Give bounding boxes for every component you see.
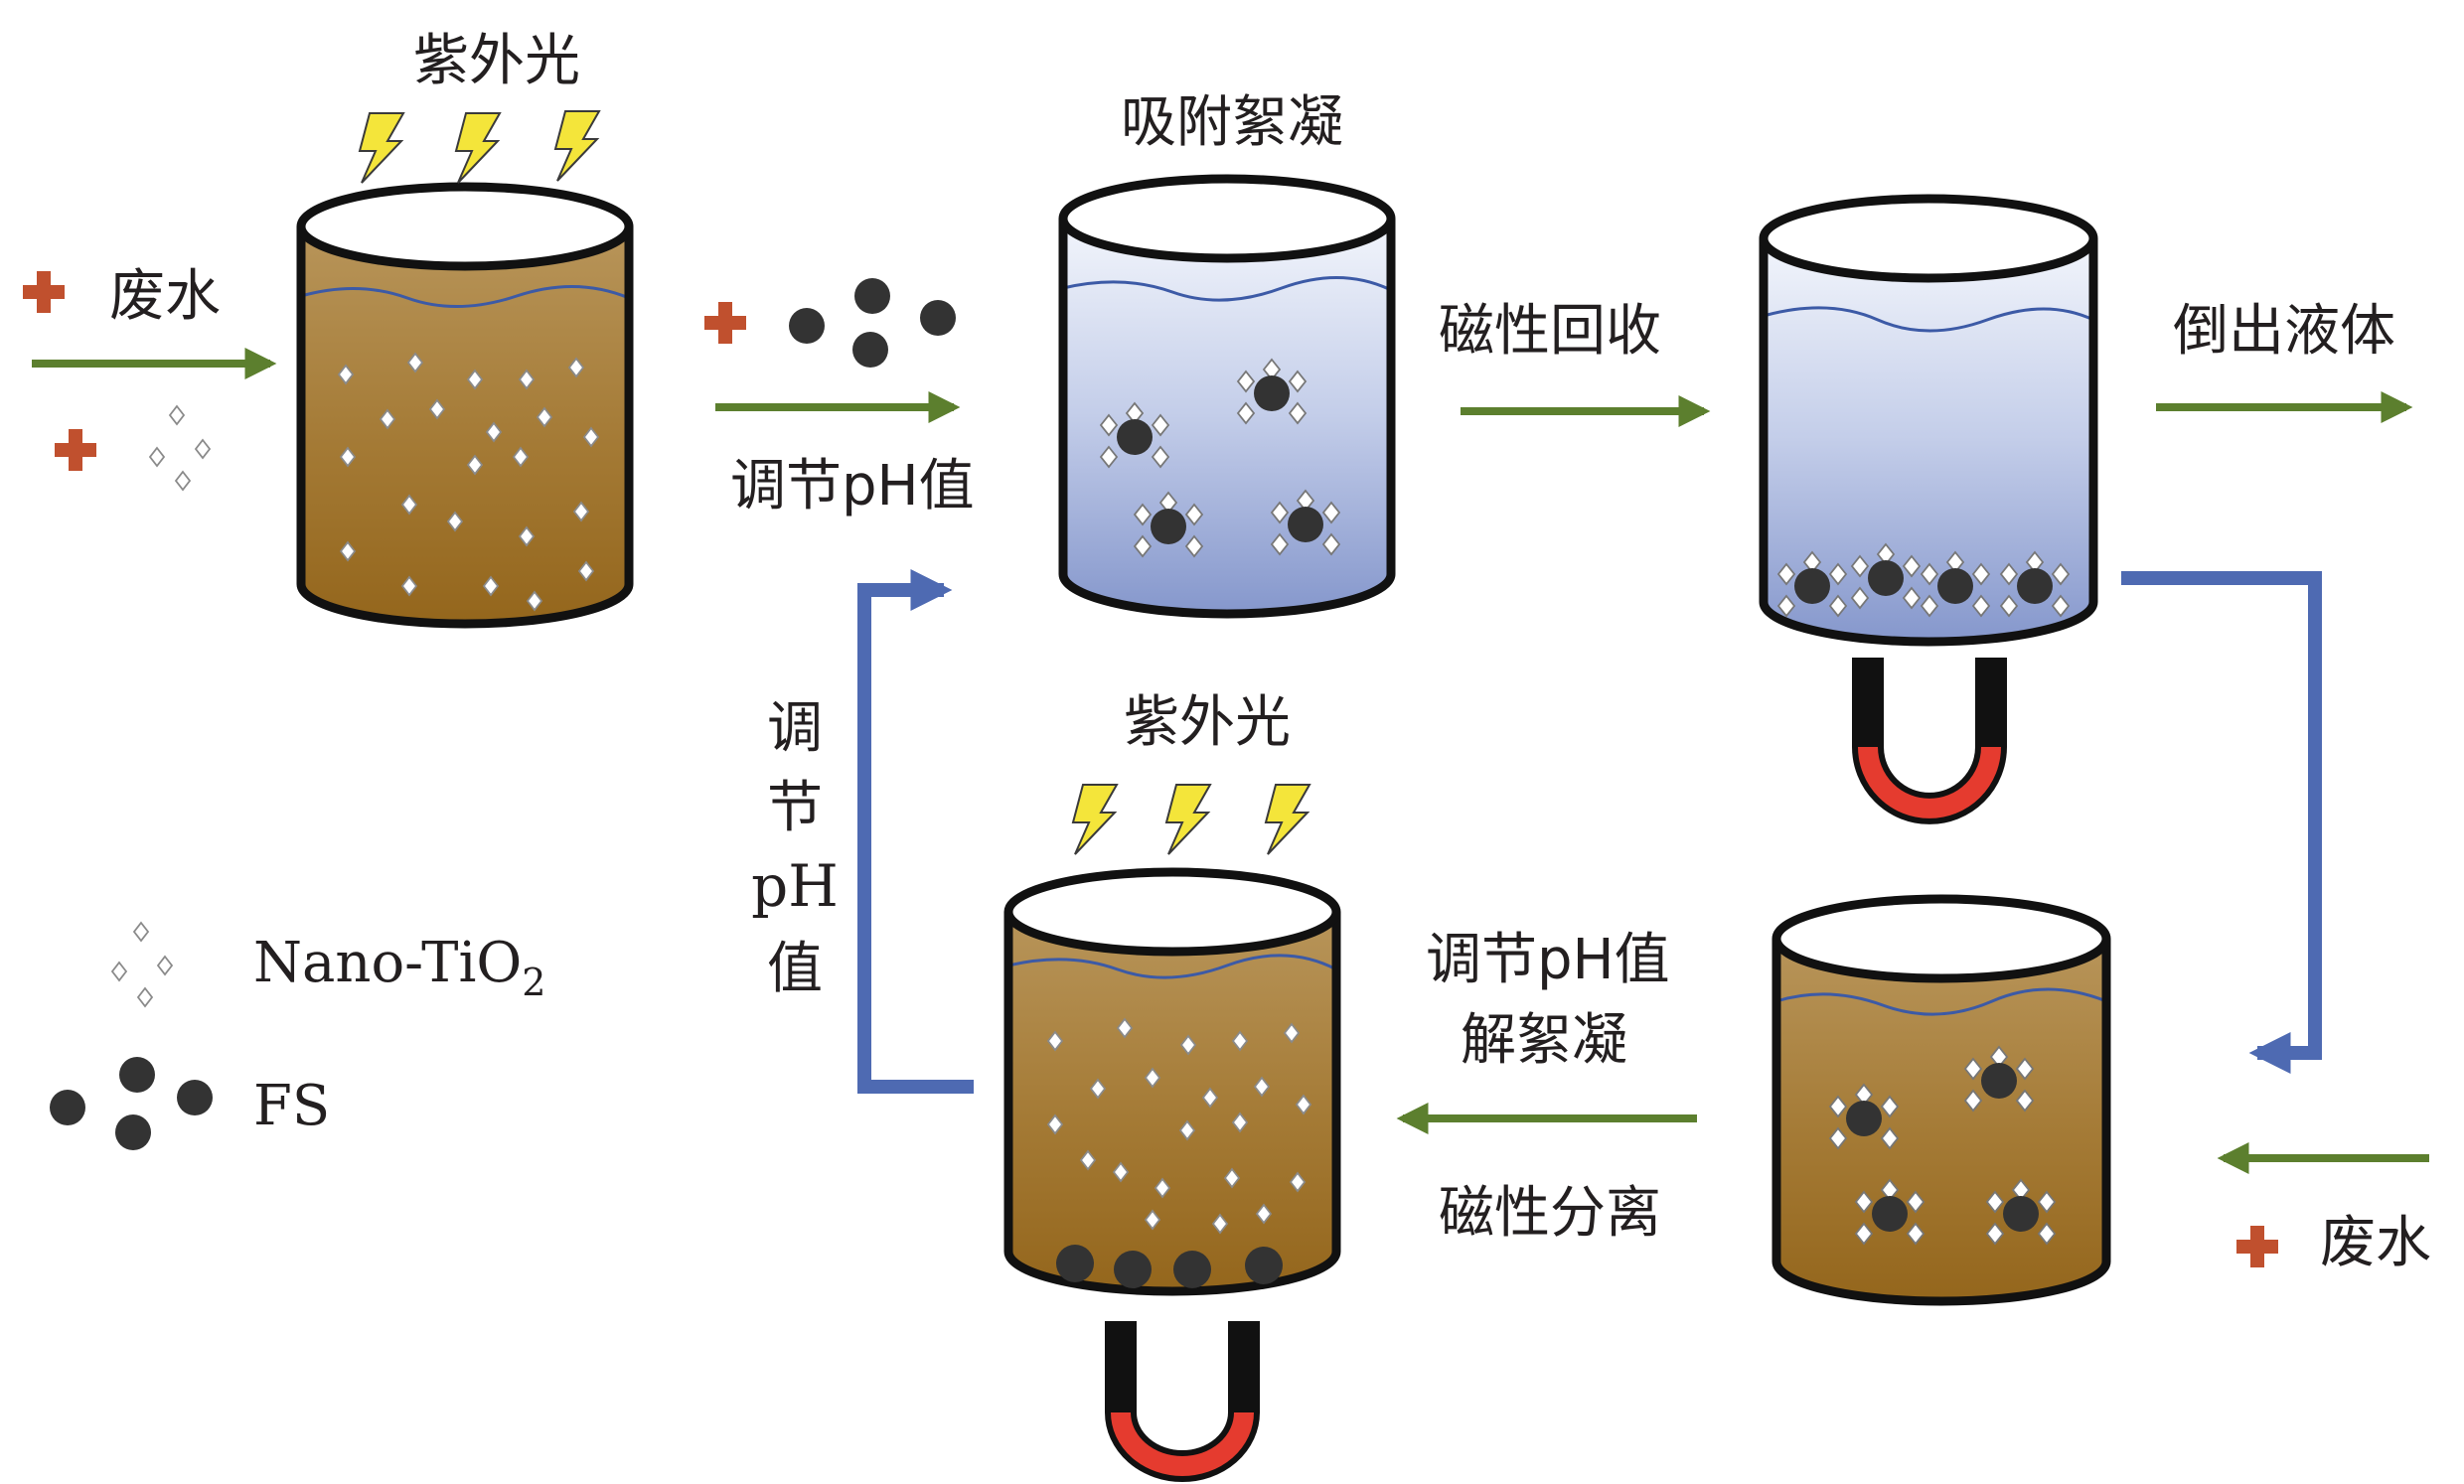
adjust-ph-vertical-4: 值 (767, 937, 823, 1001)
pour-out-liquid-label: 倒出液体 (2173, 299, 2395, 364)
adjust-ph-vertical-2: 节 (767, 776, 823, 840)
beaker-magnetic-separation (1003, 867, 1341, 1296)
plus-icon (704, 302, 746, 344)
legend-tio2-icon (111, 922, 173, 1007)
fs-input-icon (789, 278, 956, 368)
legend-fs-label: FS (253, 1074, 330, 1138)
adjust-ph-vertical-1: 调 (767, 696, 823, 761)
adjust-ph-deflocculation-line1: 调节pH值 (1426, 928, 1670, 992)
adjust-ph-deflocculation-line2: 解絮凝 (1461, 1008, 1627, 1073)
beaker-deflocculation (1771, 894, 2111, 1306)
wastewater-label-right: 废水 (2320, 1211, 2431, 1275)
legend-fs-icon (50, 1057, 213, 1150)
magnet-icon-right (1852, 658, 2007, 824)
uv-label-top: 紫外光 (413, 29, 580, 93)
uv-lightning-icons-top (359, 110, 600, 184)
magnetic-recovery-label: 磁性回收 (1439, 299, 1661, 364)
tio2-input-icon (149, 405, 211, 491)
plus-icon (23, 271, 65, 313)
legend-tio2-text: Nano-TiO (253, 931, 522, 995)
recycle-arrow-right (2121, 571, 2322, 1074)
legend: Nano-TiO2 FS (50, 922, 545, 1150)
plus-icon (2236, 1226, 2278, 1267)
magnetic-separation-label: 磁性分离 (1439, 1181, 1661, 1246)
adsorption-flocculation-label: 吸附絮凝 (1121, 90, 1343, 155)
adjust-ph-label-top: 调节pH值 (730, 454, 975, 519)
beaker-magnetic-recovery (1759, 194, 2098, 647)
plus-icon (55, 429, 96, 471)
beaker-uv-photocatalysis (296, 182, 634, 629)
wastewater-label-left: 废水 (109, 264, 221, 329)
magnet-icon-bottom (1105, 1321, 1260, 1482)
uv-lightning-icons-bottom (1072, 784, 1310, 855)
legend-tio2-subscript: 2 (522, 961, 545, 1004)
recycle-arrow-left (857, 569, 974, 1094)
legend-tio2-label: Nano-TiO2 (253, 931, 545, 1004)
beaker-adsorption-flocculation (1058, 174, 1396, 619)
adjust-ph-vertical-3: pH (751, 852, 839, 920)
uv-label-bottom: 紫外光 (1124, 690, 1291, 755)
